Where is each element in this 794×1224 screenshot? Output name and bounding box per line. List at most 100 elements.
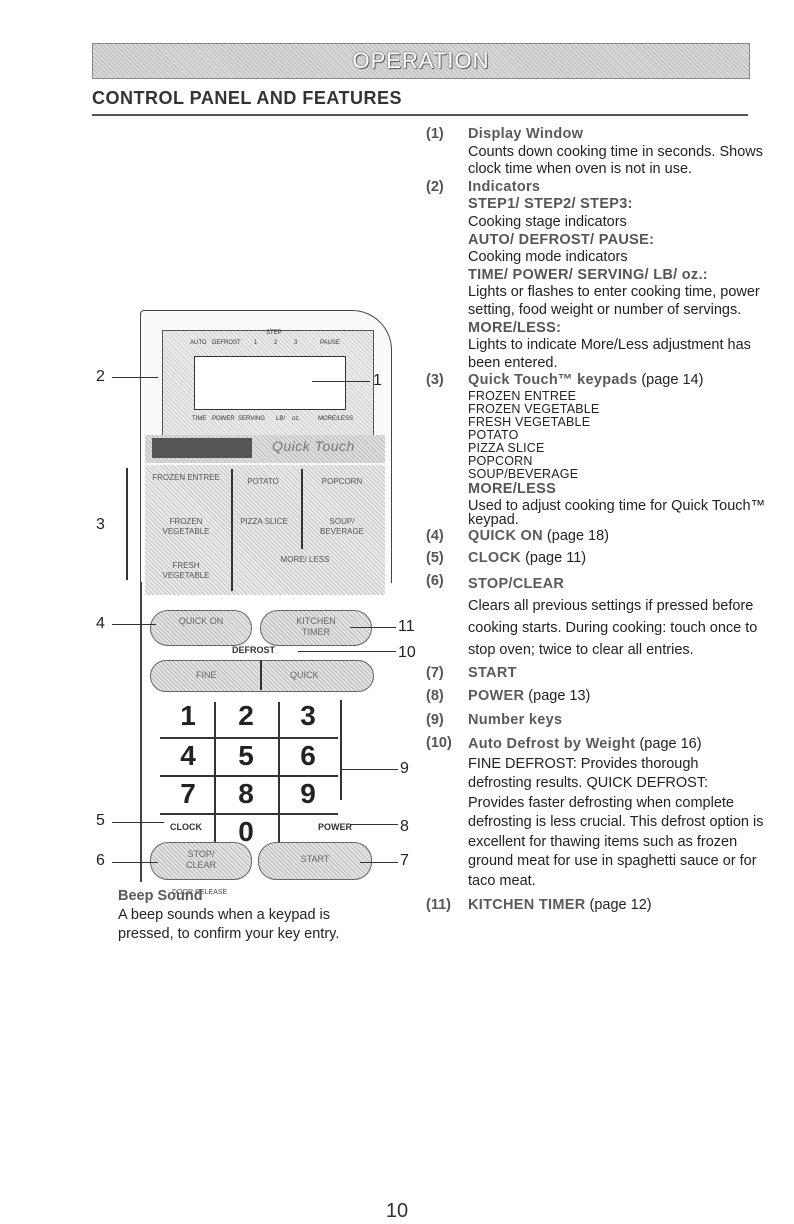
key-8[interactable]: 8 xyxy=(238,778,254,809)
key-frozen-vegetable[interactable]: FROZEN VEGETABLE xyxy=(162,517,210,536)
key-7[interactable]: 7 xyxy=(180,778,196,809)
feature-item: (2) Indicators STEP1/ STEP2/ STEP3: Cook… xyxy=(426,179,766,373)
defrost-divider xyxy=(260,660,262,690)
callout-4: 4 xyxy=(96,615,105,632)
feature-item: (1) Display Window Counts down cooking t… xyxy=(426,126,766,179)
feature-item: (6) STOP/CLEAR Clears all previous setti… xyxy=(426,573,766,661)
indicator-group-label: TIME/ POWER/ SERVING/ LB/ oz.: xyxy=(468,266,708,283)
quick-touch-item: POPCORN xyxy=(468,453,533,468)
page-ref: (page 12) xyxy=(585,897,652,914)
feature-number: (6) xyxy=(426,572,444,589)
leader-line xyxy=(342,769,398,771)
defrost-label: DEFROST xyxy=(232,645,276,655)
feature-title: CLOCK xyxy=(468,550,522,567)
key-fresh-vegetable[interactable]: FRESH VEGETABLE xyxy=(162,561,210,580)
key-frozen-entree[interactable]: FROZEN ENTREE xyxy=(152,473,220,482)
feature-item: (7) START xyxy=(426,665,766,683)
section-divider xyxy=(92,114,748,116)
leader-line xyxy=(360,862,398,864)
key-9[interactable]: 9 xyxy=(300,778,316,809)
indicator-time: TIME xyxy=(192,416,207,422)
feature-title: Auto Defrost by Weight xyxy=(468,736,636,753)
section-title: CONTROL PANEL AND FEATURES xyxy=(92,88,403,108)
quick-on-button[interactable]: QUICK ON xyxy=(150,610,252,646)
indicator-auto: AUTO xyxy=(190,340,207,346)
numpad-row-line xyxy=(160,737,338,739)
page-ref: (page 14) xyxy=(637,372,704,389)
key-4[interactable]: 4 xyxy=(180,740,196,771)
banner-title: OPERATION xyxy=(352,48,490,73)
feature-title: START xyxy=(468,664,517,681)
start-button[interactable]: START xyxy=(258,842,372,880)
key-1[interactable]: 1 xyxy=(180,700,196,731)
numpad-divider xyxy=(278,702,280,852)
key-3[interactable]: 3 xyxy=(300,700,316,731)
indicator-serving: SERVING xyxy=(238,416,265,422)
feature-item: (10) Auto Defrost by Weight (page 16) FI… xyxy=(426,735,766,891)
indicator-step1: 1 xyxy=(254,340,258,346)
feature-item: (9) Number keys xyxy=(426,712,766,730)
feature-text: Lights or flashes to enter cooking time,… xyxy=(468,284,760,318)
feature-title: STOP/CLEAR xyxy=(468,575,565,592)
stop-clear-label: STOP/ CLEAR xyxy=(185,849,216,870)
feature-title: Quick Touch™ keypads xyxy=(468,372,638,389)
quick-on-label: QUICK ON xyxy=(178,616,224,626)
callout-6: 6 xyxy=(96,852,105,869)
callout-1: 1 xyxy=(373,372,382,389)
feature-title: Display Window xyxy=(468,126,584,142)
key-more-less[interactable]: MORE/ LESS xyxy=(280,555,330,564)
feature-number: (5) xyxy=(426,550,444,567)
leader-line xyxy=(112,377,158,379)
clock-button[interactable]: CLOCK xyxy=(170,822,202,832)
feature-text: Lights to indicate More/Less adjustment … xyxy=(468,337,751,371)
display-screen xyxy=(194,356,346,410)
door-release-label: DOOR RELEASE xyxy=(172,889,228,896)
feature-title: POWER xyxy=(468,688,525,705)
operation-banner: OPERATION xyxy=(92,43,750,79)
feature-number: (10) xyxy=(426,735,452,752)
feature-item: (4) QUICK ON (page 18) xyxy=(426,528,766,546)
feature-text: Counts down cooking time in seconds. Sho… xyxy=(468,143,763,178)
page-ref: (page 11) xyxy=(521,550,587,567)
quick-touch-item: FROZEN ENTREE xyxy=(468,388,577,403)
feature-item: (11) KITCHEN TIMER (page 12) xyxy=(426,897,766,915)
leader-line xyxy=(112,624,156,626)
page-ref: (page 16) xyxy=(635,736,702,753)
feature-item: (3) Quick Touch™ keypads (page 14) FROZE… xyxy=(426,372,766,527)
indicator-group-label: MORE/LESS xyxy=(468,480,557,497)
power-button[interactable]: POWER xyxy=(318,822,353,832)
indicator-group-label: STEP1/ STEP2/ STEP3: xyxy=(468,196,633,213)
key-5[interactable]: 5 xyxy=(238,740,254,771)
numpad-row-line xyxy=(160,813,338,815)
key-6[interactable]: 6 xyxy=(300,740,316,771)
key-pizza-slice[interactable]: PIZZA SLICE xyxy=(240,517,288,526)
quick-touch-label: Quick Touch xyxy=(272,438,355,454)
feature-number: (9) xyxy=(426,711,444,728)
fine-defrost-button[interactable]: FINE xyxy=(196,670,217,680)
indicator-pause: PAUSE xyxy=(320,340,340,346)
indicator-lb: LB/ xyxy=(276,416,286,422)
keypad-divider xyxy=(231,469,233,591)
leader-line xyxy=(112,862,158,864)
key-potato[interactable]: POTATO xyxy=(247,477,279,486)
stop-clear-button[interactable]: STOP/ CLEAR xyxy=(150,842,252,880)
feature-text: Cooking stage indicators xyxy=(468,213,627,230)
key-popcorn[interactable]: POPCORN xyxy=(321,477,363,486)
key-soup-beverage[interactable]: SOUP/ BEVERAGE xyxy=(319,517,364,536)
start-label: START xyxy=(300,854,330,864)
quick-defrost-button[interactable]: QUICK xyxy=(290,670,319,680)
key-2[interactable]: 2 xyxy=(238,700,254,731)
feature-item: (8) POWER (page 13) xyxy=(426,688,766,706)
key-0[interactable]: 0 xyxy=(238,816,254,847)
feature-number: (2) xyxy=(426,178,444,195)
brand-logo xyxy=(152,438,252,458)
indicator-step3: 3 xyxy=(294,340,298,346)
indicator-oz: oz. xyxy=(292,416,301,422)
feature-number: (11) xyxy=(426,897,451,914)
panel-edge xyxy=(140,582,142,882)
feature-title: KITCHEN TIMER xyxy=(468,897,586,914)
kitchen-timer-label: KITCHEN TIMER xyxy=(296,616,336,637)
leader-line xyxy=(312,381,370,383)
callout-3: 3 xyxy=(96,516,105,533)
feature-title: Number keys xyxy=(468,711,563,728)
